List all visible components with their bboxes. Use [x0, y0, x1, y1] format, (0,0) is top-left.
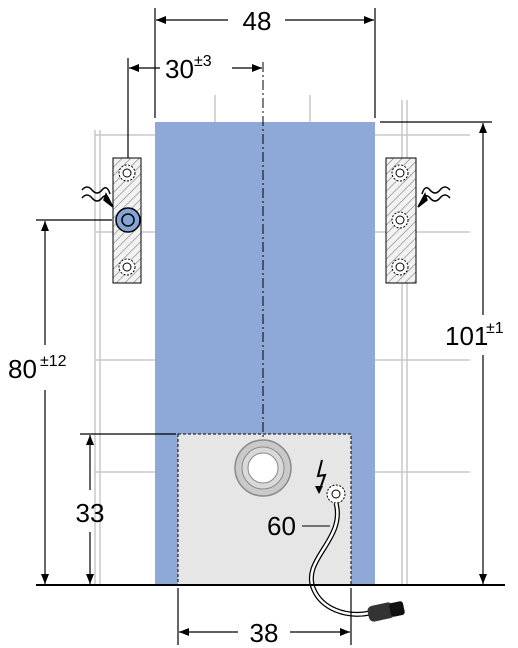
- dim-axis-offset-label: 30: [165, 54, 194, 84]
- drain-pipe-opening: [234, 439, 292, 497]
- water-valve-icon: [115, 207, 141, 233]
- cable-callout-label: 60: [267, 511, 296, 541]
- dim-total-height: [380, 121, 492, 584]
- dim-connection-height-tolerance: ±12: [40, 353, 67, 370]
- dim-connection-height-label: 80: [8, 354, 37, 384]
- right-mounting-bracket: [385, 157, 417, 284]
- dim-access-panel-width: [177, 588, 352, 645]
- dim-axis-offset: [127, 58, 262, 158]
- dim-overall-width: [154, 8, 376, 118]
- wavy-arrow-icon: [417, 186, 451, 208]
- dim-access-panel-height: [80, 433, 176, 584]
- dim-access-panel-width-label: 38: [250, 618, 279, 648]
- dim-axis-offset-tolerance: ±3: [194, 53, 212, 70]
- cable-connection: [308, 484, 371, 617]
- wavy-arrow-icon: [81, 186, 114, 208]
- dim-access-panel-height-label: 33: [76, 498, 105, 528]
- dim-overall-width-label: 48: [243, 6, 272, 36]
- dim-connection-height: [36, 219, 112, 584]
- lightning-icon: [315, 459, 327, 494]
- dim-total-height-tolerance: ±1: [486, 320, 504, 337]
- dim-total-height-label: 101: [445, 321, 488, 351]
- plug-icon: [367, 601, 405, 622]
